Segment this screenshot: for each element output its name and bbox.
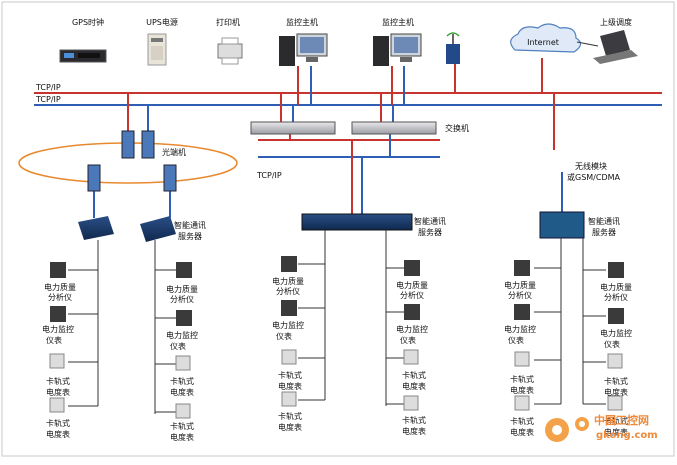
g3r-pm-2: 仪表 <box>604 339 620 349</box>
internet-laptop-link <box>576 41 599 47</box>
g1l-pm-1: 电力监控 <box>42 324 74 334</box>
meter-bus-3 <box>534 238 606 405</box>
g1l-rail-2: 电度表 <box>46 387 70 397</box>
gps-clock-device <box>59 49 107 63</box>
g3r-rail-2: 电度表 <box>604 387 628 397</box>
g3r-rail2-1: 卡轨式 <box>604 416 628 426</box>
g1r-rail2-2: 电度表 <box>170 432 194 442</box>
switch-label: 交换机 <box>445 123 469 133</box>
g1l-pq-2: 分析仪 <box>48 292 72 302</box>
watermark-cn: 中国工控网 <box>594 413 649 427</box>
g2l-pm-1: 电力监控 <box>272 320 304 330</box>
server-3-label-line2: 服务器 <box>592 227 616 237</box>
comm-servers <box>78 211 585 242</box>
g2r-rail-1: 卡轨式 <box>402 370 426 380</box>
server-1-label-line2: 服务器 <box>178 231 202 241</box>
g3r-rail2-2: 电度表 <box>604 427 628 437</box>
monitor-host-2-device <box>373 33 422 66</box>
watermark-logo <box>545 417 589 442</box>
monitor-host-1-device <box>279 33 328 66</box>
monitor-host-2-label: 监控主机 <box>382 17 414 27</box>
g2l-rail-2: 电度表 <box>278 381 302 391</box>
printer-device <box>217 37 243 65</box>
ups-device <box>147 33 167 66</box>
g1r-rail-2: 电度表 <box>170 387 194 397</box>
g1r-rail-1: 卡轨式 <box>170 376 194 386</box>
g2r-pm-1: 电力监控 <box>396 324 428 334</box>
g3l-pq-1: 电力质量 <box>504 280 536 290</box>
g1r-pq-1: 电力质量 <box>166 284 198 294</box>
g2r-pq-1: 电力质量 <box>396 280 428 290</box>
g3l-rail-2: 电度表 <box>510 385 534 395</box>
g1l-rail-1: 卡轨式 <box>46 376 70 386</box>
g2l-pq-1: 电力质量 <box>272 276 304 286</box>
g2r-pm-2: 仪表 <box>400 335 416 345</box>
g3r-rail-1: 卡轨式 <box>604 376 628 386</box>
g3r-pq-1: 电力质量 <box>600 282 632 292</box>
g1r-pq-2: 分析仪 <box>170 294 194 304</box>
outer-frame <box>1 1 675 457</box>
meter-icons <box>49 256 624 419</box>
g2r-rail2-2: 电度表 <box>402 426 426 436</box>
server-3-label-line1: 智能通讯 <box>588 216 620 226</box>
switch-links <box>280 93 394 214</box>
g3l-rail-1: 卡轨式 <box>510 374 534 384</box>
g2l-pq-2: 分析仪 <box>276 286 300 296</box>
g2r-rail2-1: 卡轨式 <box>402 415 426 425</box>
meter-bus-2 <box>298 230 404 406</box>
g2l-rail-1: 卡轨式 <box>278 370 302 380</box>
gps-label: GPS时钟 <box>72 17 104 27</box>
g1r-pm-1: 电力监控 <box>166 330 198 340</box>
g1l-pq-1: 电力质量 <box>44 282 76 292</box>
tcpip-label-1: TCP/IP <box>35 83 61 92</box>
wireless-label-2: 或GSM/CDMA <box>567 172 621 182</box>
g1l-pm-2: 仪表 <box>46 335 62 345</box>
g1r-rail2-1: 卡轨式 <box>170 421 194 431</box>
g3r-pq-2: 分析仪 <box>604 292 628 302</box>
g3l-pq-2: 分析仪 <box>508 290 532 300</box>
server-2-label-line1: 智能通讯 <box>414 216 446 226</box>
switches <box>250 121 437 135</box>
main-bus-lines <box>34 92 662 158</box>
ups-label: UPS电源 <box>146 17 178 27</box>
dispatch-laptop <box>593 30 638 64</box>
g3l-pm-1: 电力监控 <box>504 324 536 334</box>
top-device-drops <box>297 58 543 105</box>
optical-units <box>87 130 177 192</box>
internet-cloud <box>510 23 582 53</box>
server-1-label-line1: 智能通讯 <box>174 220 206 230</box>
monitor-host-1-label: 监控主机 <box>286 17 318 27</box>
g2l-pm-2: 仪表 <box>276 331 292 341</box>
dispatch-label: 上级调度 <box>600 17 632 27</box>
g2l-rail2-1: 卡轨式 <box>278 411 302 421</box>
g3l-rail2-2: 电度表 <box>510 427 534 437</box>
g3l-pm-2: 仪表 <box>508 335 524 345</box>
optical-links <box>93 93 563 218</box>
server-2-label-line2: 服务器 <box>418 227 442 237</box>
meter-bus-1 <box>68 240 176 414</box>
optical-label: 光端机 <box>162 147 186 157</box>
wireless-module-top <box>446 32 460 64</box>
g2l-rail2-2: 电度表 <box>278 422 302 432</box>
g2r-rail-2: 电度表 <box>402 381 426 391</box>
internet-label: Internet <box>527 38 559 47</box>
printer-label: 打印机 <box>216 17 240 27</box>
tcpip-label-2: TCP/IP <box>35 95 61 104</box>
g3r-pm-1: 电力监控 <box>600 328 632 338</box>
wireless-label-1: 无线模块 <box>575 161 607 171</box>
g1l-rail2-2: 电度表 <box>46 429 70 439</box>
watermark-url: gkong.com <box>596 430 658 441</box>
tcpip-label-3: TCP/IP <box>256 171 282 180</box>
g1l-rail2-1: 卡轨式 <box>46 418 70 428</box>
g2r-pq-2: 分析仪 <box>400 290 424 300</box>
g3l-rail2-1: 卡轨式 <box>510 416 534 426</box>
g1r-pm-2: 仪表 <box>170 341 186 351</box>
